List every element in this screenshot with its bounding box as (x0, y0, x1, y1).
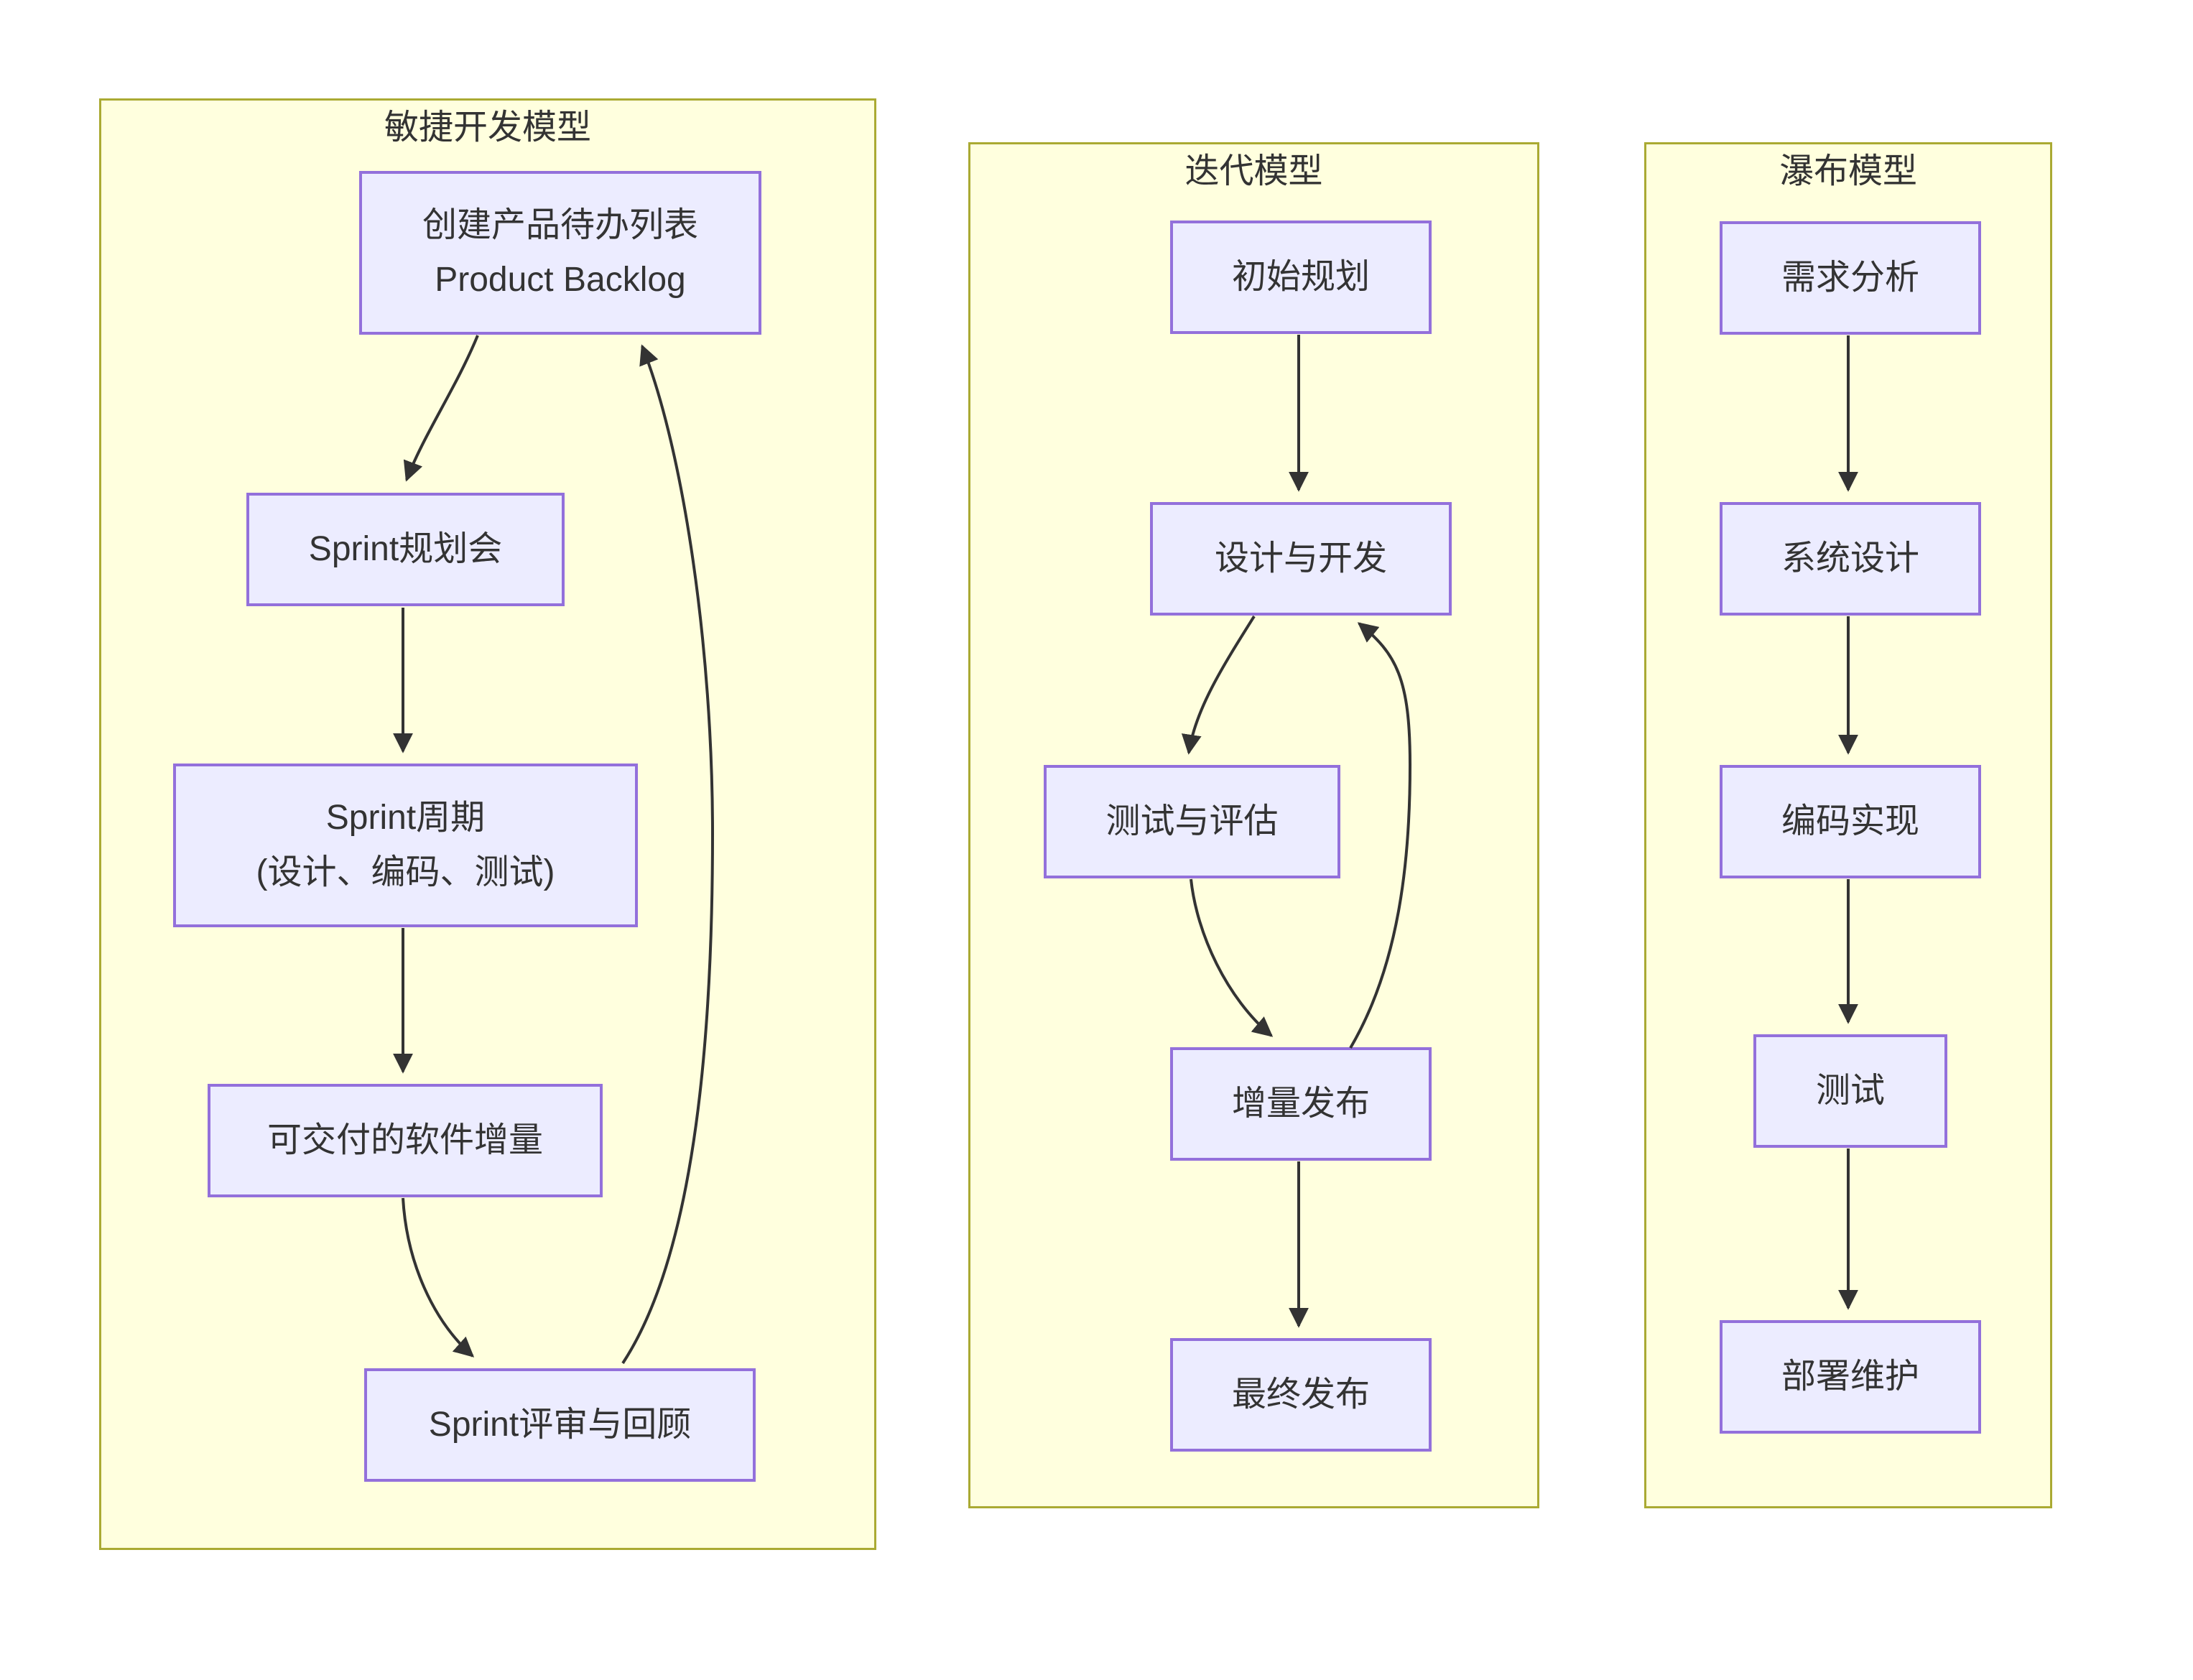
node-coding: 编码实现 (1720, 765, 1981, 878)
node-incremental-release-label: 增量发布 (1231, 1085, 1370, 1123)
node-incremental-release: 增量发布 (1170, 1047, 1432, 1161)
node-review: Sprint评审与回顾 (364, 1368, 756, 1482)
node-review-label: Sprint评审与回顾 (428, 1406, 692, 1444)
node-requirements-label: 需求分析 (1781, 259, 1919, 297)
node-sprint-cycle-label: Sprint周期 (设计、编码、测试) (256, 799, 555, 891)
cluster-iterative-title: 迭代模型 (1184, 152, 1323, 190)
node-test-eval-label: 测试与评估 (1105, 802, 1279, 840)
cluster-agile-title: 敏捷开发模型 (384, 108, 591, 147)
node-final-release-label: 最终发布 (1231, 1375, 1370, 1414)
node-system-design: 系统设计 (1720, 502, 1981, 616)
cluster-waterfall: 瀑布模型 需求分析 系统设计 编码实现 测试 部署维护 (1644, 142, 2052, 1508)
node-deploy-maintain: 部署维护 (1720, 1320, 1981, 1434)
node-sprint-cycle: Sprint周期 (设计、编码、测试) (173, 764, 638, 927)
cluster-agile: 敏捷开发模型 创建产品待办列表 Product Backlog Sprint规划… (99, 98, 876, 1550)
node-system-design-label: 系统设计 (1781, 539, 1919, 577)
cluster-iterative: 迭代模型 初始规划 设计与开发 测试与评估 增量发布 最终发布 (968, 142, 1539, 1508)
node-backlog-label: 创建产品待办列表 Product Backlog (422, 206, 698, 299)
node-test-eval: 测试与评估 (1044, 765, 1340, 878)
node-testing: 测试 (1753, 1034, 1947, 1148)
node-final-release: 最终发布 (1170, 1338, 1432, 1452)
node-design-dev: 设计与开发 (1150, 502, 1452, 616)
node-sprint-planning-label: Sprint规划会 (308, 530, 503, 568)
node-design-dev-label: 设计与开发 (1214, 539, 1387, 577)
node-testing-label: 测试 (1815, 1072, 1885, 1110)
cluster-waterfall-title: 瀑布模型 (1779, 152, 1917, 190)
node-deliverable-label: 可交付的软件增量 (266, 1121, 543, 1159)
node-initial-planning-label: 初始规划 (1231, 258, 1370, 296)
node-requirements: 需求分析 (1720, 221, 1981, 335)
node-initial-planning: 初始规划 (1170, 221, 1432, 334)
node-deploy-maintain-label: 部署维护 (1781, 1358, 1919, 1396)
node-backlog: 创建产品待办列表 Product Backlog (359, 171, 761, 335)
node-coding-label: 编码实现 (1781, 802, 1919, 840)
node-sprint-planning: Sprint规划会 (246, 493, 565, 606)
node-deliverable: 可交付的软件增量 (208, 1084, 603, 1197)
